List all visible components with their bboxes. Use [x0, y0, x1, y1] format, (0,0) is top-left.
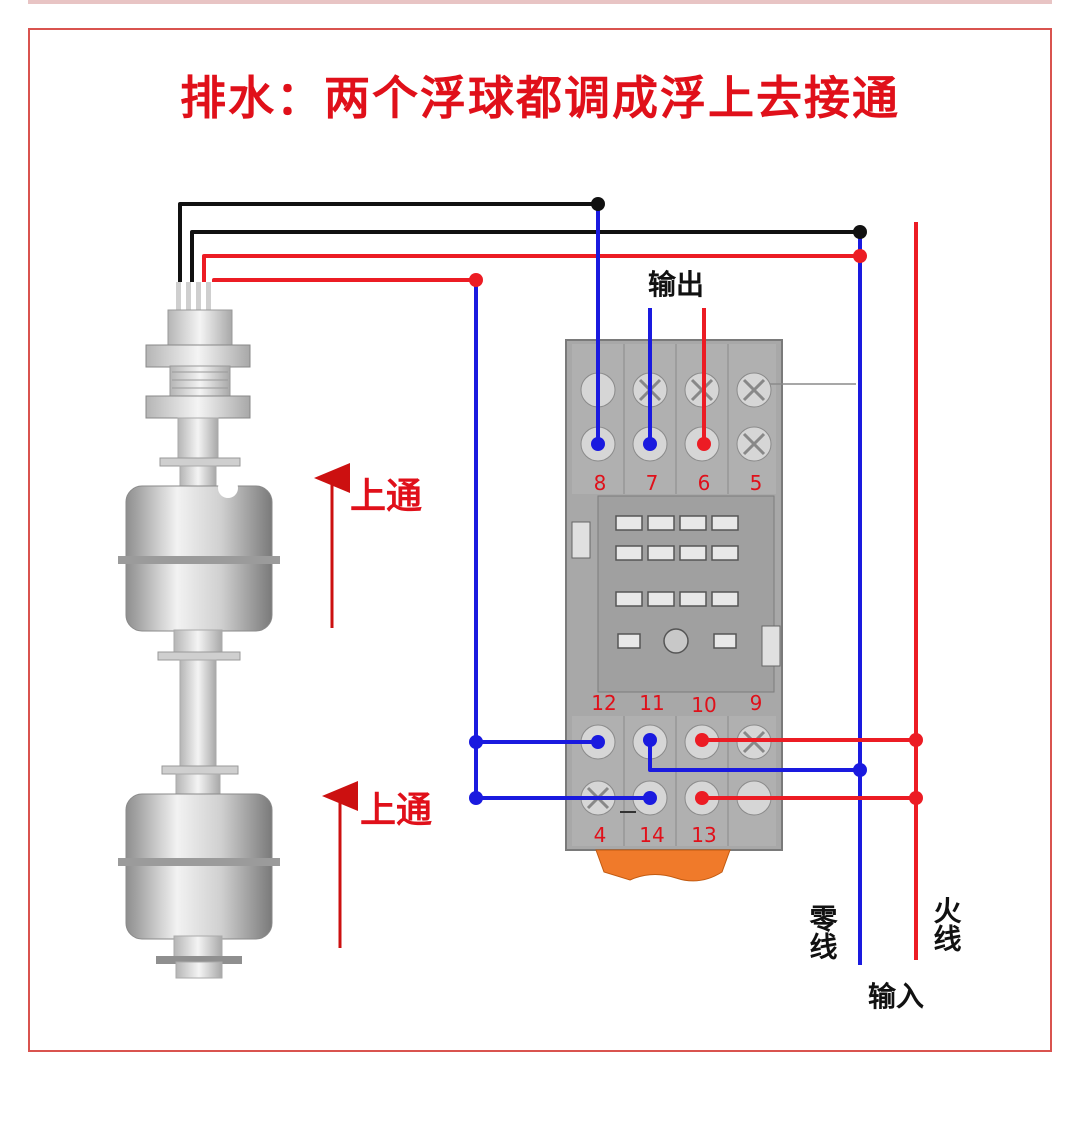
output-label: 输出 [648, 268, 704, 301]
terminal-numbers: 8 7 6 5 12 11 10 9 4 14 13 [591, 471, 762, 847]
terminal-7: 7 [646, 471, 659, 495]
terminal-4: 4 [594, 823, 607, 847]
wires [178, 202, 918, 965]
red-wire-2 [212, 278, 476, 282]
diagram-title: 排水：两个浮球都调成浮上去接通 [180, 71, 900, 125]
terminal-12: 12 [591, 691, 616, 715]
black-wire-1 [178, 202, 598, 282]
terminal-6: 6 [698, 471, 711, 495]
lower-on-label: 上通 [360, 790, 432, 831]
terminal-14: 14 [639, 823, 664, 847]
terminal-9: 9 [750, 691, 763, 715]
diagram-frame [28, 28, 1052, 1052]
input-label: 输入 [868, 980, 924, 1013]
junction-dots [469, 197, 923, 805]
live-label: 火线 [930, 896, 963, 952]
terminal-10: 10 [691, 693, 716, 717]
terminal-5: 5 [750, 471, 763, 495]
terminal-11: 11 [639, 691, 664, 715]
black-wire-2 [190, 230, 860, 282]
relay-socket [565, 339, 856, 882]
terminal-13: 13 [691, 823, 716, 847]
upper-on-label: 上通 [350, 476, 422, 517]
top-divider [28, 0, 1052, 4]
red-wire-1 [202, 254, 860, 282]
float-switch [118, 282, 280, 979]
neutral-label: 零线 [806, 904, 839, 960]
terminal-8: 8 [594, 471, 607, 495]
blue-wire-11-neutral [648, 742, 860, 772]
